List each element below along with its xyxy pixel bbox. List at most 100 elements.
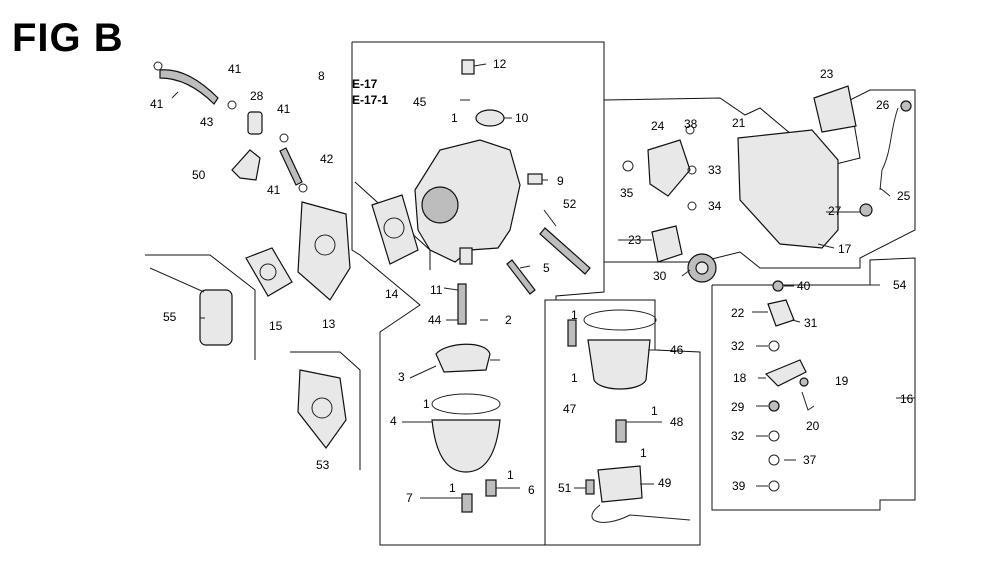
callout-32: 32: [731, 339, 745, 353]
callout-1: 1: [423, 397, 430, 411]
frame-bracket: [290, 351, 361, 470]
main-jet: [457, 283, 467, 325]
reference-label: E-17-1: [352, 93, 389, 107]
callout-39: 39: [732, 479, 746, 493]
callout-22: 22: [731, 306, 745, 320]
callout-33: 33: [708, 163, 722, 177]
washer: [687, 165, 697, 175]
callout-34: 34: [708, 199, 722, 213]
governor-spring: [879, 107, 899, 191]
callout-41: 41: [267, 183, 281, 197]
callout-49: 49: [658, 476, 672, 490]
fuel-filter-lead: [149, 267, 205, 293]
callout-55: 55: [163, 310, 177, 324]
fuel-cut-solenoid: [597, 465, 643, 503]
callout-41: 41: [150, 97, 164, 111]
leader-lines: [171, 63, 915, 499]
callout-40: 40: [797, 279, 811, 293]
callout-10: 10: [515, 111, 529, 125]
bowl-gasket: [431, 393, 501, 415]
callout-45: 45: [413, 95, 427, 109]
float-bowl: [431, 419, 501, 473]
callout-30: 30: [653, 269, 667, 283]
callout-1: 1: [571, 371, 578, 385]
callout-16: 16: [900, 392, 914, 406]
frame-bowl-group: [545, 299, 701, 546]
callout-12: 12: [493, 57, 507, 71]
callout-41: 41: [277, 102, 291, 116]
callout-1: 1: [651, 404, 658, 418]
callout-29: 29: [731, 400, 745, 414]
callout-23: 23: [628, 233, 642, 247]
washer: [687, 201, 697, 211]
callout-54: 54: [893, 278, 907, 292]
gasket: [245, 247, 293, 297]
gasket: [813, 85, 857, 133]
carburetor-body: [414, 139, 521, 263]
insulator-hole: [383, 217, 405, 239]
frame-governor-group: [603, 89, 916, 269]
washer: [768, 340, 780, 352]
callout-1: 1: [571, 308, 578, 322]
callout-9: 9: [557, 174, 564, 188]
drain-screw: [485, 479, 497, 497]
screw: [527, 173, 543, 185]
governor-arm: [764, 359, 807, 387]
spring: [801, 391, 815, 411]
callout-48: 48: [670, 415, 684, 429]
callout-25: 25: [897, 189, 911, 203]
reference-label: E-17: [352, 77, 378, 91]
choke-lever: [647, 139, 691, 197]
callout-44: 44: [428, 313, 442, 327]
callout-28: 28: [250, 89, 264, 103]
frame-fuel-filter: [145, 254, 256, 360]
callout-26: 26: [876, 98, 890, 112]
callout-51: 51: [558, 481, 572, 495]
hose-clip: [279, 133, 289, 143]
callout-4: 4: [390, 414, 397, 428]
float: [435, 343, 491, 373]
gasket-hole: [259, 263, 277, 281]
bolt: [506, 259, 536, 295]
callout-1: 1: [640, 446, 647, 460]
callout-32: 32: [731, 429, 745, 443]
callout-35: 35: [620, 186, 634, 200]
screw: [461, 59, 475, 75]
washer: [768, 430, 780, 442]
callout-7: 7: [406, 491, 413, 505]
callout-23: 23: [820, 67, 834, 81]
callout-20: 20: [806, 419, 820, 433]
pilot-screw-set: [539, 227, 591, 275]
bracket-hole: [311, 397, 333, 419]
washer: [768, 454, 780, 466]
fuel-valve: [231, 149, 261, 181]
solenoid-wire: [591, 504, 691, 523]
callout-47: 47: [563, 402, 577, 416]
screw: [585, 479, 595, 495]
callout-8: 8: [318, 69, 325, 83]
float-bowl-assy: [587, 339, 651, 390]
callout-24: 24: [651, 119, 665, 133]
figure-title: FIG B: [12, 16, 124, 60]
callout-6: 6: [528, 483, 535, 497]
hose-clip: [298, 183, 308, 193]
callout-15: 15: [269, 319, 283, 333]
nut: [772, 280, 784, 292]
nut: [859, 203, 873, 217]
bracket: [297, 369, 347, 450]
callout-1: 1: [451, 111, 458, 125]
callout-14: 14: [385, 287, 399, 301]
callout-19: 19: [835, 374, 849, 388]
breather-hose: [279, 147, 303, 186]
callout-5: 5: [543, 261, 550, 275]
nut: [768, 400, 780, 412]
nut: [900, 100, 912, 112]
callout-37: 37: [803, 453, 817, 467]
callout-3: 3: [398, 370, 405, 384]
fuel-joint: [247, 111, 263, 135]
washer: [768, 480, 780, 492]
carburetor-stem: [459, 247, 473, 265]
lever: [767, 299, 795, 327]
callout-46: 46: [670, 343, 684, 357]
